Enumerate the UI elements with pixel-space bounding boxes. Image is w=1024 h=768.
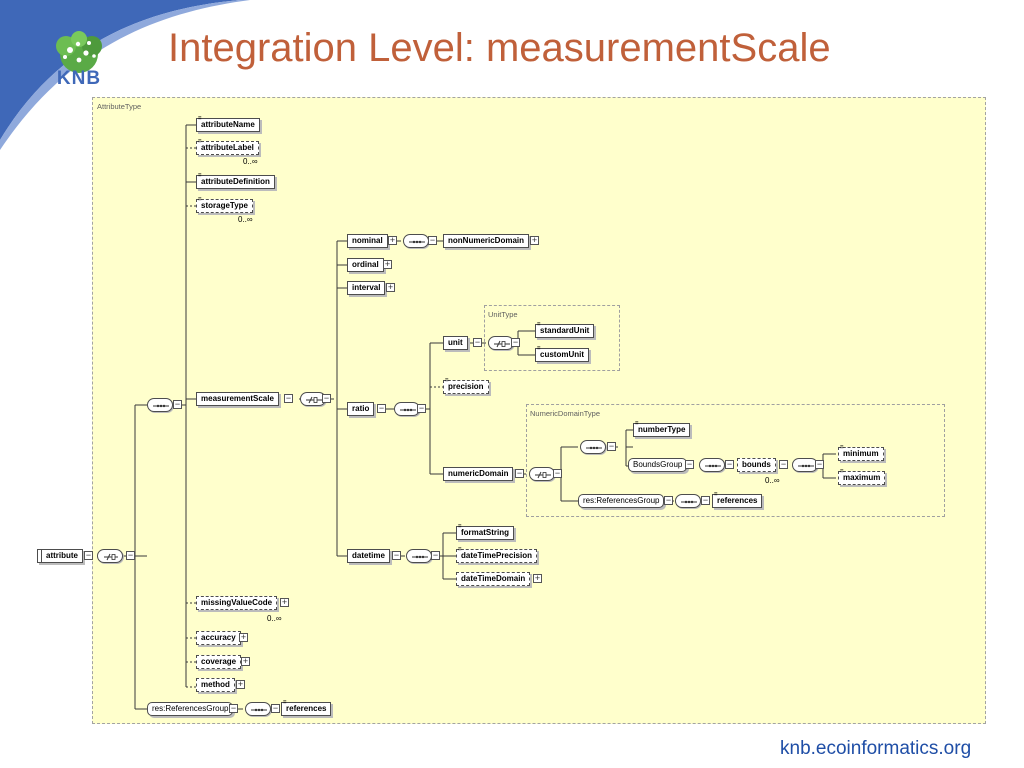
- element-measurement-scale[interactable]: measurementScale: [196, 392, 279, 406]
- expand-ratio-icon[interactable]: −: [377, 403, 386, 413]
- sequence-icon: [147, 398, 173, 412]
- element-unit[interactable]: unit: [443, 336, 468, 350]
- element-coverage[interactable]: coverage: [196, 655, 242, 669]
- element-attribute-label[interactable]: =attributeLabel: [196, 139, 259, 155]
- expand-references-group-inner-icon[interactable]: −: [664, 495, 673, 505]
- sequence-compositor-icon: [97, 549, 123, 563]
- expand-numeric-domain-seq-icon[interactable]: −: [553, 468, 562, 478]
- element-custom-unit[interactable]: =customUnit: [535, 346, 589, 362]
- expand-datetime-seq-icon[interactable]: −: [431, 550, 440, 560]
- element-standard-unit[interactable]: =standardUnit: [535, 322, 595, 338]
- element-attribute-name[interactable]: =attributeName: [196, 116, 260, 132]
- group-bounds-group[interactable]: BoundsGroup: [628, 458, 688, 472]
- expand-datetime-icon[interactable]: −: [392, 550, 401, 560]
- knb-logo: KNB: [42, 30, 116, 94]
- group-res-references-group-outer[interactable]: res:ReferencesGroup: [147, 702, 234, 716]
- group-res-references-group-inner[interactable]: res:ReferencesGroup: [578, 494, 665, 508]
- expand-method-icon[interactable]: +: [236, 679, 245, 689]
- expand-references-group-outer-icon[interactable]: −: [229, 703, 238, 713]
- element-datetime-domain[interactable]: dateTimeDomain: [456, 572, 531, 586]
- element-label: attribute: [46, 551, 78, 560]
- element-attribute-node[interactable]: attribute: [41, 549, 83, 563]
- expand-nominal-icon[interactable]: +: [388, 235, 397, 245]
- element-attribute-definition[interactable]: =attributeDefinition: [196, 173, 275, 189]
- element-datetime-precision[interactable]: =dateTimePrecision: [456, 547, 537, 563]
- element-storage-type[interactable]: =storageType: [196, 197, 253, 213]
- cardinality-attribute-label: 0..∞: [243, 157, 258, 166]
- cardinality-bounds: 0..∞: [765, 476, 780, 485]
- element-maximum[interactable]: =maximum: [838, 469, 886, 485]
- element-interval[interactable]: interval: [347, 281, 386, 295]
- expand-sequence-icon[interactable]: −: [173, 399, 182, 409]
- expand-nominal-seq-icon[interactable]: −: [428, 235, 437, 245]
- expand-attribute-icon[interactable]: −: [84, 550, 93, 560]
- sequence-icon-datetime: [406, 549, 432, 563]
- leaf-cluster-icon: [56, 31, 102, 73]
- expand-unit-choice-icon[interactable]: −: [511, 337, 520, 347]
- expand-accuracy-icon[interactable]: +: [239, 632, 248, 642]
- sequence-icon-references-outer: [245, 702, 271, 716]
- expand-missing-value-code-icon[interactable]: +: [280, 597, 289, 607]
- element-non-numeric-domain[interactable]: nonNumericDomain: [443, 234, 530, 248]
- background-swoosh: [0, 0, 250, 150]
- expand-ratio-seq-icon[interactable]: −: [417, 403, 426, 413]
- element-ratio[interactable]: ratio: [347, 402, 375, 416]
- element-accuracy[interactable]: accuracy: [196, 631, 241, 645]
- expand-unit-icon[interactable]: −: [473, 337, 482, 347]
- sequence-icon-number-type: [580, 440, 606, 454]
- expand-bounds-seq-icon[interactable]: −: [815, 459, 824, 469]
- expand-bounds-group-icon[interactable]: −: [685, 459, 694, 469]
- cardinality-missing-value-code: 0..∞: [267, 614, 282, 623]
- expand-numeric-domain-icon[interactable]: −: [515, 468, 524, 478]
- frame-label-numeric-domain-type: NumericDomainType: [530, 409, 601, 418]
- unit-type-box: [484, 305, 620, 371]
- element-datetime[interactable]: datetime: [347, 549, 390, 563]
- expand-compositor-icon[interactable]: −: [126, 550, 135, 560]
- element-number-type[interactable]: =numberType: [633, 421, 691, 437]
- frame-label-attribute-type: AttributeType: [97, 102, 142, 111]
- expand-datetime-domain-icon[interactable]: +: [533, 573, 542, 583]
- element-minimum[interactable]: =minimum: [838, 445, 884, 461]
- element-precision[interactable]: =precision: [443, 378, 489, 394]
- sequence-icon-bounds-group: [699, 458, 725, 472]
- expand-coverage-icon[interactable]: +: [241, 656, 250, 666]
- element-bounds[interactable]: bounds: [737, 458, 776, 472]
- expand-interval-icon[interactable]: +: [386, 282, 395, 292]
- cardinality-storage-type: 0..∞: [238, 215, 253, 224]
- element-nominal[interactable]: nominal: [347, 234, 388, 248]
- schema-diagram: AttributeType UnitType NumericDomainType…: [37, 97, 986, 724]
- expand-number-type-seq-icon[interactable]: −: [607, 441, 616, 451]
- logo-text: KNB: [56, 68, 102, 89]
- expand-bounds-group-seq-icon[interactable]: −: [725, 459, 734, 469]
- element-references-outer[interactable]: =references: [281, 700, 332, 716]
- choice-icon-unit: [488, 336, 514, 350]
- element-missing-value-code[interactable]: missingValueCode: [196, 596, 278, 610]
- expand-ordinal-icon[interactable]: +: [383, 259, 392, 269]
- frame-label-unit-type: UnitType: [488, 310, 518, 319]
- element-references-inner[interactable]: =references: [712, 492, 763, 508]
- sequence-icon-references-inner: [675, 494, 701, 508]
- page-title: Integration Level: measurementScale: [168, 26, 831, 70]
- element-method[interactable]: method: [196, 678, 235, 692]
- sequence-icon-numeric-domain: [529, 467, 555, 481]
- element-format-string[interactable]: =formatString: [456, 524, 514, 540]
- expand-bounds-icon[interactable]: −: [779, 459, 788, 469]
- expand-measurement-scale-icon[interactable]: −: [284, 393, 293, 403]
- expand-choice-icon[interactable]: −: [322, 393, 331, 403]
- expand-non-numeric-domain-icon[interactable]: +: [530, 235, 539, 245]
- sequence-icon-nominal: [403, 234, 429, 248]
- footer-url[interactable]: knb.ecoinformatics.org: [780, 738, 972, 759]
- connector-lines: [121, 124, 836, 710]
- element-numeric-domain[interactable]: numericDomain: [443, 467, 514, 481]
- expand-references-outer-seq-icon[interactable]: −: [271, 703, 280, 713]
- element-ordinal[interactable]: ordinal: [347, 258, 384, 272]
- numeric-domain-type-box: [526, 404, 945, 517]
- expand-references-inner-seq-icon[interactable]: −: [701, 495, 710, 505]
